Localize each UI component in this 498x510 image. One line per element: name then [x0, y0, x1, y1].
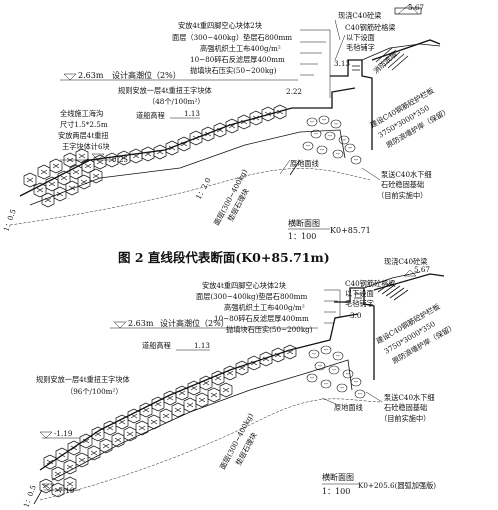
design-tide-line: 2.63m 设计高潮位（2%）: [60, 70, 298, 81]
label-felt: 毛毡铺字: [346, 43, 375, 52]
design-tide-line-2: 2.63m 设计高潮位（2%）: [110, 318, 318, 329]
label-set-below-2: 以下设面: [345, 289, 374, 298]
label-e119: -1.19: [54, 429, 73, 438]
label-cast-c40-2: 现浇C40砼梁: [384, 257, 427, 266]
section-scale-1: 1：100: [288, 232, 316, 241]
label-e113-2: 1.13: [194, 341, 210, 350]
label-berm: 道船高程: [136, 111, 165, 120]
label-gravel-foundation-2: 石砼稳固基础: [384, 403, 427, 412]
label-cast-c40: 现浇C40砼梁: [338, 11, 381, 20]
label-density48: （48个/100m²）: [148, 97, 205, 106]
label-berm-2: 道船高程: [142, 341, 171, 350]
label-gravel-filter-2: 10~80碎石反滤层厚400mm: [214, 314, 309, 323]
label-e113: 1.13: [184, 109, 200, 118]
wave-wall-2: 5.67: [334, 265, 445, 380]
label-geotextile-2: 高强机织土工布400g/m²: [224, 303, 305, 312]
label-felt-2: 毛毡铺字: [345, 299, 374, 308]
label-slope15: 1：0.5: [1, 207, 18, 232]
figure-1-section: 2.63m 设计高潮位（2%）: [1, 3, 451, 241]
label-in-progress-2: （目前实施中）: [380, 414, 430, 423]
section-scale-2: 1：100: [322, 487, 350, 496]
label-ground-line-2: 原地面线: [334, 403, 363, 412]
rock-fill-1: [302, 115, 362, 165]
section-name-2: 横断面图: [322, 472, 354, 482]
label-full-construction: 全线施工海沟: [60, 109, 103, 118]
figure-2-section: 2.63m 设计高潮位（2%）: [21, 257, 457, 509]
annotations-mid-2: 道船高程 1.13 规则安放一层4t重扭王字块体 （96个/100m²） 原地面…: [21, 341, 362, 509]
label-bedding800-2: 面层(300~400kg)垫层石800mm: [196, 292, 307, 301]
label-riprap-2: 抛填块石压实(50~200kg): [226, 325, 313, 334]
label-design-tide: 设计高潮位（2%）: [112, 70, 181, 80]
label-c40-base-2: C40钢筋砼格梁: [345, 279, 396, 288]
label-gravel-filter: 10~80碎石反滤层厚400mm: [190, 55, 285, 64]
label-e313: 3.13: [334, 59, 350, 68]
section-mileage-1: K0+85.71: [330, 226, 371, 235]
annotations-right-1: 建设C40钢筋砼护栏板 3750*3000*350 原防浪墙护岸（保留） 泵送C…: [361, 86, 451, 200]
label-geotextile: 高强机织土工布400g/m²: [200, 44, 281, 53]
label-rule-one-layer-2: 规则安放一层4t重扭王字块体: [36, 375, 130, 384]
label-pump-c40-2: 泵送C40水下细: [384, 393, 435, 402]
label-size-note: 尺寸1.5*2.5m: [60, 120, 108, 129]
label-left-water: 2.63m: [78, 71, 104, 80]
label-top-elev-2: 5.67: [414, 265, 430, 274]
section-title-2: 横断面图 1：100 K0+205.6(圆弧加强版): [322, 472, 436, 496]
annotations-top-2: 现浇C40砼梁 安放4t重四脚空心块体2块 面层(300~400kg)垫层石80…: [196, 257, 427, 334]
label-bedding800: 面层（300~400kg）垫层石800mm: [172, 33, 292, 42]
label-tetrapod-2: 安放4t重四脚空心块体2块: [202, 281, 286, 290]
slope-body: [9, 87, 371, 226]
label-e222: 2.22: [286, 87, 302, 96]
annotations-top-1: 现浇C40砼梁 C40钢筋砼格梁 以下设面 毛毡铺字 安放4t重四脚空心块体2块…: [172, 11, 399, 98]
label-slope15-2: 1：0.5: [21, 483, 38, 508]
label-count6: 王字块体计6块: [62, 142, 110, 151]
label-tetrapod: 安放4t重四脚空心块体2块: [178, 21, 262, 30]
label-left-water-2: 2.63m: [128, 319, 154, 328]
figure-caption-1: 图 2 直线段代表断面(K0+85.71m): [118, 250, 330, 265]
section-title-1: 横断面图 1：100 K0+85.71: [288, 218, 371, 241]
section-name-1: 横断面图: [288, 218, 320, 228]
label-e025: 0.25: [112, 155, 128, 164]
label-slope20: 1：2.0: [194, 176, 213, 201]
label-two-layers: 安放两层4t重扭: [58, 131, 109, 140]
label-e719: -7.19: [56, 486, 75, 495]
section-mileage-2: K0+205.6(圆弧加强版): [358, 481, 436, 490]
label-density96: （96个/100m²）: [66, 387, 123, 396]
label-design-tide-2: 设计高潮位（2%）: [160, 318, 229, 328]
label-pump-c40: 泵送C40水下细: [381, 170, 432, 179]
label-set-below: 以下设面: [346, 33, 375, 42]
rock-fill-2: [306, 345, 366, 399]
annotations-right-2: 建设C40钢筋砼护栏板 3750*3000*350 原防浪墙护岸（保留） 泵送C…: [365, 302, 457, 423]
label-gravel-foundation: 石砼稳固基础: [381, 180, 424, 189]
label-rule-one-layer: 规则安放一层4t重扭王字块体: [118, 86, 212, 95]
label-riprap: 抛填块石压实(50~200kg): [190, 66, 277, 75]
label-in-progress: （目前实施中）: [377, 191, 427, 200]
label-ground-line: 原地面线: [290, 159, 319, 168]
wave-wall-1: 5.67: [330, 3, 441, 150]
label-e30: 3.0: [350, 311, 362, 320]
label-c40-base: C40钢筋砼格梁: [345, 23, 396, 32]
label-top-elev: 5.67: [408, 3, 424, 12]
